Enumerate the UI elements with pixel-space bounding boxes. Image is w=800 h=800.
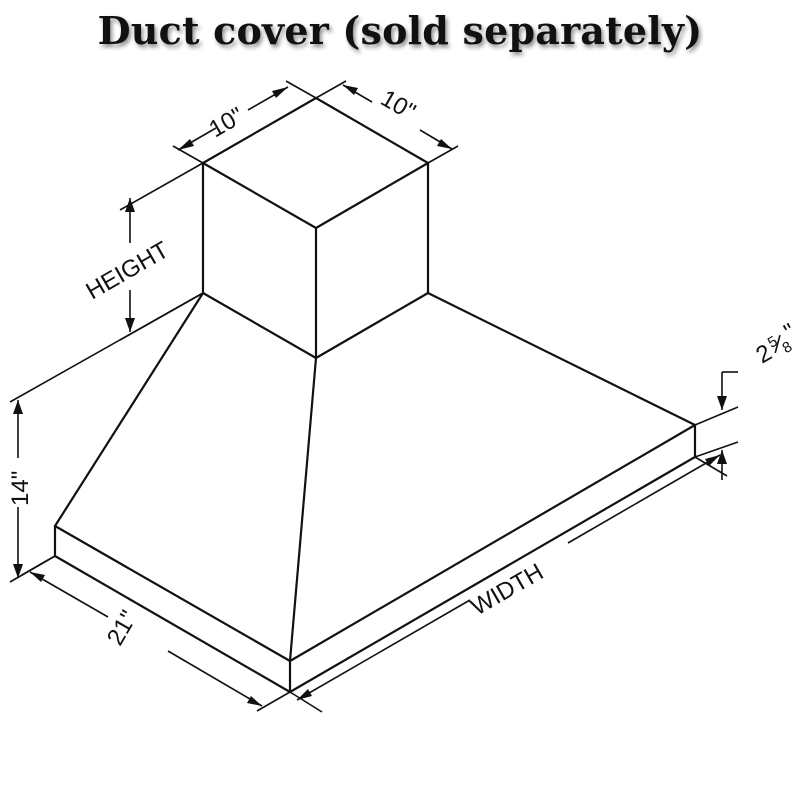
hood-trim-top	[53, 423, 697, 663]
dim-duct-height: HEIGHT	[82, 162, 204, 341]
dim-duct-right: 10"	[315, 80, 459, 164]
diagram-title: Duct cover (sold separately)	[97, 8, 703, 53]
dim-duct-left: 10"	[172, 80, 317, 164]
hood-body	[53, 291, 697, 694]
dim-hood-height: 14"	[7, 292, 204, 583]
label-duct-right-width: 10"	[376, 85, 420, 126]
hood-front-slope	[288, 356, 318, 663]
dim-hood-width: WIDTH	[289, 454, 728, 713]
label-duct-left-width: 10"	[205, 102, 249, 143]
label-duct-height: HEIGHT	[82, 236, 174, 305]
hood-left-slope	[53, 291, 205, 528]
label-hood-depth: 21"	[102, 606, 143, 650]
duct-cover	[201, 96, 430, 360]
label-hood-height: 14"	[7, 471, 34, 506]
dim-trim-height: 2 5 8 "	[694, 318, 800, 480]
hood-right-slope	[426, 291, 697, 427]
dim-hood-depth: 21"	[21, 555, 291, 712]
label-hood-width: WIDTH	[467, 558, 549, 621]
hood-trim-band	[53, 423, 697, 694]
